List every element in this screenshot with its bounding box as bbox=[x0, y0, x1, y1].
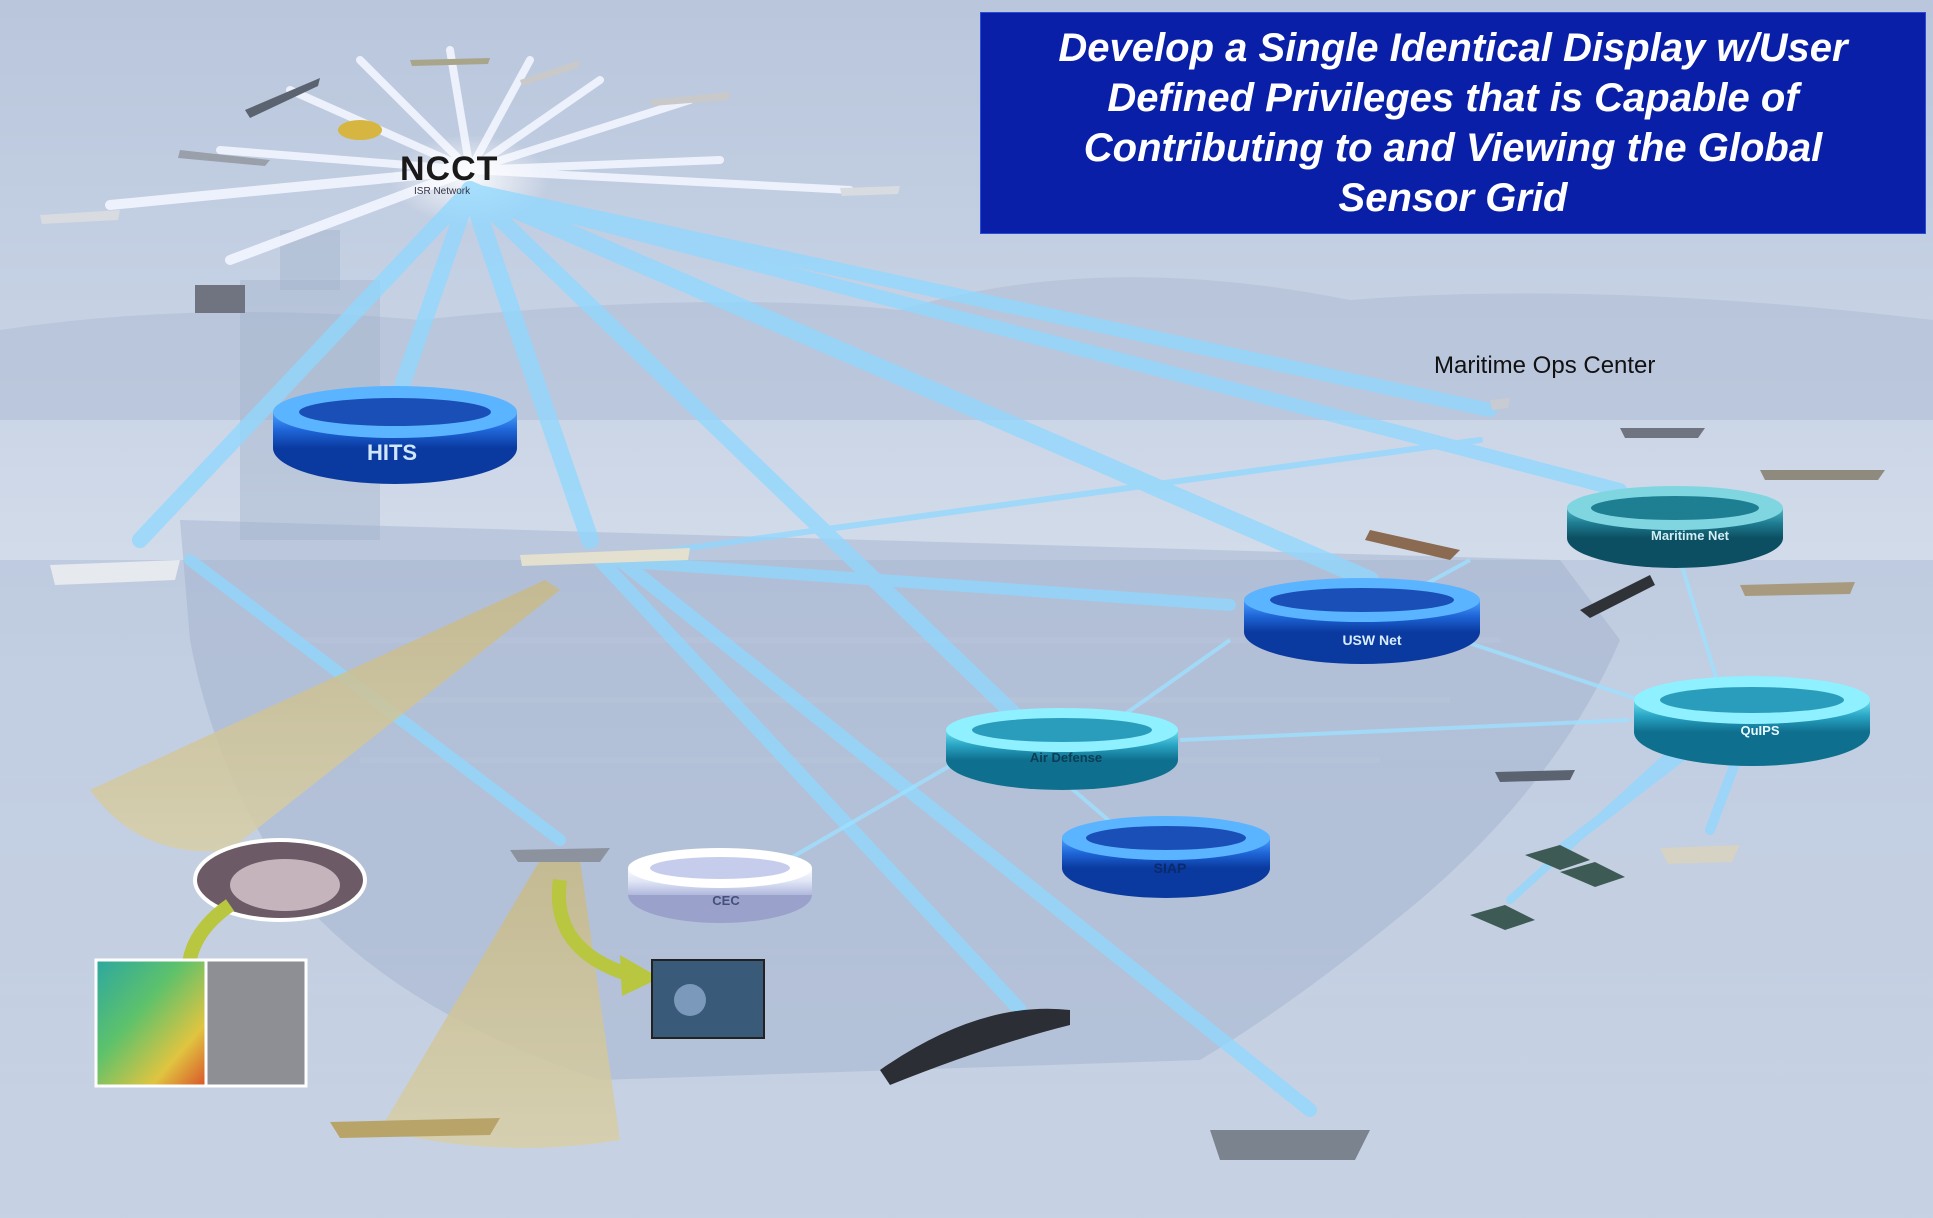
aircraft-icon bbox=[245, 78, 320, 118]
ring-label-siap: SIAP bbox=[1154, 860, 1187, 876]
aircraft-icon bbox=[410, 58, 490, 66]
aircraft-icon bbox=[520, 60, 580, 86]
platform-icons bbox=[40, 58, 1885, 1160]
distant-hills bbox=[0, 277, 1933, 420]
ship-icon bbox=[330, 1118, 500, 1138]
ship-icon bbox=[510, 848, 610, 862]
ring-label-quips: QuIPS bbox=[1740, 723, 1779, 738]
operator-photo-figure bbox=[674, 984, 706, 1016]
ship-icon bbox=[1210, 1130, 1370, 1160]
ship-icon bbox=[1495, 770, 1575, 782]
aircraft-icon bbox=[338, 120, 382, 140]
submarine-icon bbox=[1580, 575, 1655, 618]
ring-label-cec: CEC bbox=[712, 893, 740, 908]
ship-icon bbox=[1620, 428, 1705, 438]
network-ring-hits bbox=[273, 386, 517, 484]
headline-text: Develop a Single Identical Display w/Use… bbox=[1058, 26, 1848, 220]
submarine-icon bbox=[880, 1008, 1070, 1085]
jet-icon bbox=[1560, 862, 1625, 887]
radar-footprint-left bbox=[90, 580, 560, 852]
network-ring-siap bbox=[1062, 816, 1270, 898]
network-ring-quips bbox=[1634, 676, 1870, 766]
ship-icon bbox=[1760, 470, 1885, 480]
headline-box: Develop a Single Identical Display w/Use… bbox=[980, 12, 1926, 234]
jet-icon bbox=[1525, 845, 1590, 870]
network-ring-maritime bbox=[1567, 486, 1783, 568]
ship-icon bbox=[195, 285, 245, 313]
sar-image bbox=[204, 958, 308, 1088]
maritime-ops-center-label: Maritime Ops Center bbox=[1434, 352, 1656, 379]
flow-arrow-center bbox=[551, 879, 633, 982]
network-ring-air-defense bbox=[946, 708, 1178, 790]
ncct-sublabel: ISR Network bbox=[414, 186, 471, 197]
aircraft-icon bbox=[840, 186, 900, 196]
ring-label-hits: HITS bbox=[367, 440, 417, 465]
ship-icon bbox=[1660, 845, 1740, 864]
aircraft-icon bbox=[520, 548, 690, 566]
ncct-label: NCCT bbox=[400, 150, 499, 188]
operator-photo bbox=[651, 959, 765, 1039]
ring-label-usw: USW Net bbox=[1342, 632, 1401, 648]
jet-icon bbox=[1470, 905, 1535, 930]
ring-label-maritime: Maritime Net bbox=[1651, 528, 1730, 543]
satellite-image-dish-inner bbox=[230, 859, 340, 911]
ship-icon bbox=[1740, 582, 1855, 596]
ring-label-air-defense: Air Defense bbox=[1030, 750, 1102, 765]
ship-icon bbox=[1365, 530, 1460, 560]
aircraft-icon bbox=[40, 210, 120, 224]
heatmap-image bbox=[94, 958, 208, 1088]
network-ring-usw bbox=[1244, 578, 1480, 664]
aircraft-icon bbox=[178, 150, 270, 166]
aircraft-icon bbox=[50, 560, 180, 585]
flow-arrow-center-head bbox=[620, 955, 660, 996]
aircraft-icon bbox=[650, 92, 730, 106]
sensor-beams bbox=[132, 181, 1745, 1117]
network-ring-cec bbox=[628, 848, 812, 923]
ship-icon bbox=[1490, 398, 1510, 410]
